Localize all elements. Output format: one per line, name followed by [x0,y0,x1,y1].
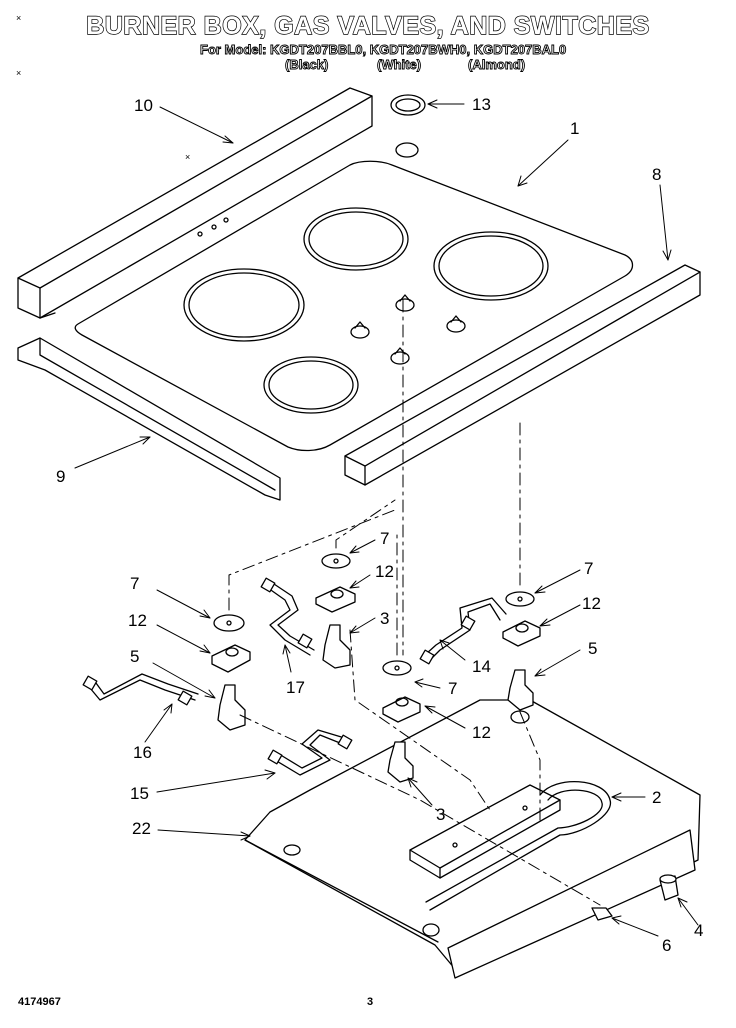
callout-6: 6 [662,936,672,955]
phantom-lines [228,299,601,906]
rear-rail [17,87,373,319]
callout-15: 15 [130,784,149,803]
callout-1: 1 [570,119,580,138]
callout-5-left: 5 [130,647,140,666]
callout-10: 10 [134,96,153,115]
callout-16: 16 [133,743,152,762]
diagram-title: BURNER BOX, GAS VALVES, AND SWITCHES [86,11,650,40]
callout-14: 14 [472,657,491,676]
callout-8: 8 [652,165,662,184]
callout-7-mid: 7 [380,529,390,548]
variant-black: (Black) [285,57,329,73]
variant-almond: (Almond) [468,57,526,73]
callout-12-center: 12 [472,723,491,742]
callout-3-top: 3 [380,609,390,628]
callout-17: 17 [286,678,305,697]
callout-12-right: 12 [582,594,601,613]
callout-9: 9 [56,467,66,486]
callout-7-center: 7 [448,679,458,698]
cooktop [74,142,634,452]
model-line: For Model: KGDT207BBL0, KGDT207BWH0, KGD… [200,42,567,58]
callout-12-left: 12 [128,611,147,630]
leader-lines [74,99,699,937]
callout-4: 4 [694,921,704,940]
left-side-rail [17,337,281,501]
burner-box [244,699,701,979]
callout-2: 2 [652,788,662,807]
callout-13: 13 [472,95,491,114]
corner-mark: × [16,13,22,23]
grommet [390,94,426,116]
switch-and-screw [591,874,679,921]
valve-brackets [211,553,541,783]
page-number: 3 [367,996,374,1008]
center-mark: × [185,152,191,162]
front-right-rail [344,264,701,486]
variant-white: (White) [377,57,422,73]
callout-3-bottom: 3 [436,805,446,824]
fittings [82,577,476,765]
callout-7-left: 7 [130,574,140,593]
side-mark: × [16,68,22,78]
callout-7-right: 7 [584,559,594,578]
callout-22: 22 [132,819,151,838]
callout-12-mid: 12 [375,562,394,581]
burner-tube [409,781,611,911]
callout-5-right: 5 [588,639,598,658]
part-number: 4174967 [18,996,61,1008]
